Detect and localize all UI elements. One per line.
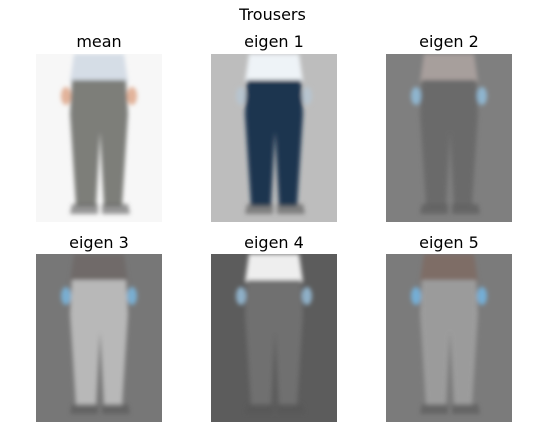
panel-image-eigen-3: [36, 254, 162, 422]
panel-title-eigen-3: eigen 3: [69, 233, 129, 252]
figure-title: Trousers: [239, 5, 306, 24]
panel-title-eigen-1: eigen 1: [244, 32, 304, 51]
panel-title-mean: mean: [76, 32, 122, 51]
panel-image-mean: [36, 54, 162, 222]
panel-image-eigen-2: [386, 54, 512, 222]
panel-title-eigen-4: eigen 4: [244, 233, 304, 252]
panel-image-eigen-4: [211, 254, 337, 422]
panel-image-eigen-1: [211, 54, 337, 222]
panel-image-eigen-5: [386, 254, 512, 422]
panel-title-eigen-2: eigen 2: [419, 32, 479, 51]
panel-title-eigen-5: eigen 5: [419, 233, 479, 252]
